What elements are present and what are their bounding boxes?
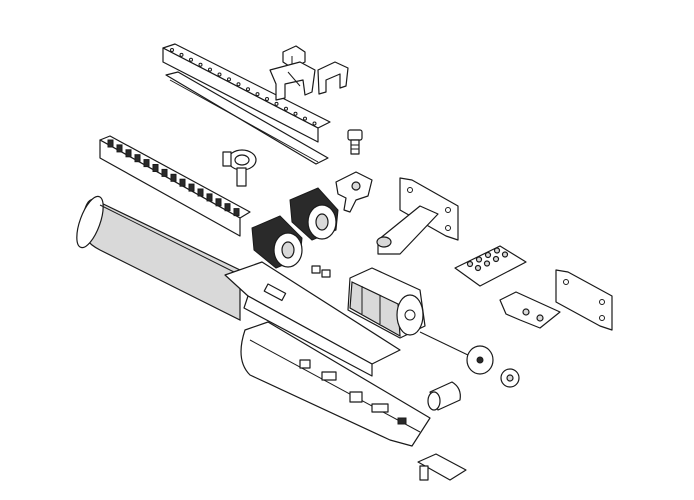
cam-lever xyxy=(335,171,373,213)
rack-tooth xyxy=(215,198,222,207)
lower-housing xyxy=(240,321,431,447)
top-rack xyxy=(162,43,331,143)
end-bracket xyxy=(417,453,467,481)
shaft-with-disc xyxy=(419,331,494,375)
rack-tooth xyxy=(233,208,240,217)
rack-hole xyxy=(217,72,222,77)
plate-hole xyxy=(475,256,483,263)
flat-strip xyxy=(165,71,329,165)
plate-hole xyxy=(484,251,492,259)
rack-hole xyxy=(255,92,260,97)
rack-tooth xyxy=(179,178,186,187)
rack-hole xyxy=(170,48,174,52)
rack-tooth xyxy=(224,203,231,212)
rack-hole xyxy=(284,106,288,111)
rack-hole xyxy=(227,77,231,82)
screw xyxy=(347,129,363,155)
rack-tooth xyxy=(107,139,114,148)
clip-bracket-a xyxy=(269,61,316,101)
clip-bracket-b xyxy=(317,61,349,95)
drive-gear-lower xyxy=(251,215,303,269)
housing-cover xyxy=(224,261,401,377)
toothed-rack xyxy=(99,135,251,237)
plate-hole xyxy=(493,247,501,254)
rack-hole xyxy=(265,97,269,101)
rack-hole xyxy=(236,82,241,87)
motor xyxy=(347,267,426,339)
plate-hole xyxy=(501,251,509,258)
mounting-bracket-left xyxy=(376,177,459,255)
rack-hole xyxy=(198,62,203,67)
rack-tooth xyxy=(116,144,123,153)
main-housing-tube xyxy=(76,195,241,321)
rack-tooth xyxy=(197,188,204,197)
washer xyxy=(500,368,520,388)
rack-hole xyxy=(312,121,317,126)
hole-plate xyxy=(454,245,527,287)
mounting-bracket-right xyxy=(499,269,613,331)
rack-hole xyxy=(189,57,193,62)
rack-tooth xyxy=(125,149,132,158)
capacitor xyxy=(427,381,461,411)
rack-hole xyxy=(179,52,184,57)
drive-gear-upper xyxy=(289,187,339,241)
plate-hole xyxy=(492,255,500,263)
rack-tooth xyxy=(152,164,159,172)
rack-hole xyxy=(303,116,307,121)
plate-hole xyxy=(483,260,491,267)
rack-tooth xyxy=(170,173,177,182)
rack-hole xyxy=(293,111,298,116)
pipe-clamp xyxy=(222,149,257,187)
small-screws xyxy=(311,265,331,278)
plate-hole xyxy=(466,260,474,268)
rack-tooth xyxy=(188,183,195,192)
rack-tooth xyxy=(206,193,213,202)
rack-hole xyxy=(208,67,212,72)
rack-tooth xyxy=(134,154,141,163)
rack-hole xyxy=(246,87,250,92)
rack-tooth xyxy=(161,168,168,177)
plate-hole xyxy=(474,264,482,272)
rack-tooth xyxy=(143,159,150,168)
rack-hole xyxy=(274,101,279,106)
